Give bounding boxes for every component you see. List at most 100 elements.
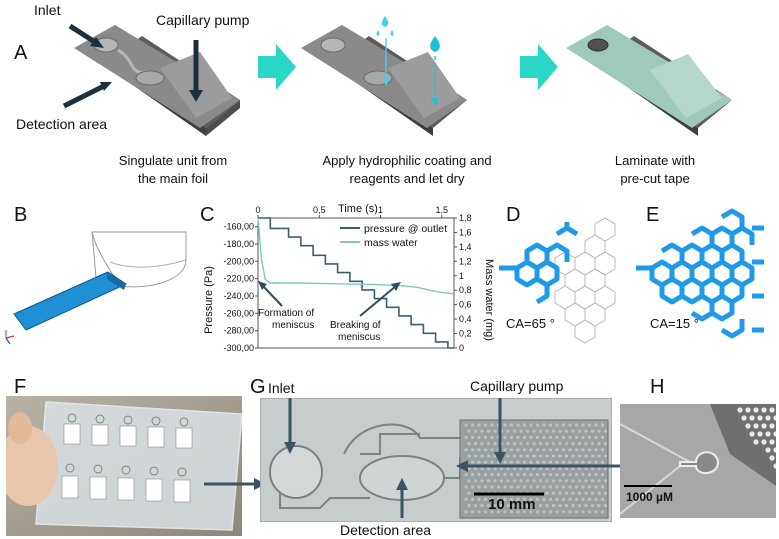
pillar-dot [741, 415, 747, 421]
pump-dot [548, 485, 553, 489]
pump-dot [594, 460, 598, 464]
annotation-formation-line-1: Formation of [258, 308, 314, 319]
pump-dot [581, 448, 585, 452]
pump-dot [490, 448, 494, 452]
pump-dot [568, 473, 572, 477]
pump-dot [490, 435, 494, 439]
pump-dot [548, 423, 553, 427]
pump-dot [545, 491, 549, 495]
pump-dot [571, 491, 575, 495]
pump-dot [581, 473, 585, 477]
pump-dot [577, 442, 582, 446]
pump-dot [512, 454, 517, 458]
pump-dot [522, 423, 527, 427]
pump-dot [519, 454, 523, 458]
pump-dot [581, 435, 585, 439]
pump-dot [594, 510, 598, 514]
pump-dot [477, 423, 481, 427]
pump-dot [590, 504, 595, 508]
pump-dot [470, 460, 475, 464]
pump-dot [525, 454, 530, 458]
pump-dot [542, 510, 546, 514]
pump-dot [490, 460, 494, 464]
pump-dot [503, 435, 507, 439]
pump-dot [493, 442, 497, 446]
pump-dot [483, 460, 488, 464]
pump-dot [558, 442, 562, 446]
pump-dot [499, 466, 504, 470]
device-laminated [566, 25, 732, 136]
y-tick-label: -260,00 [223, 308, 254, 318]
pump-dot [529, 510, 533, 514]
pump-dot [516, 497, 520, 501]
step-2-line-2: reagents and let dry [349, 171, 465, 186]
pump-dot [522, 485, 527, 489]
pump-dot [509, 448, 514, 452]
sem-pillar-array [737, 407, 776, 469]
pump-dot [545, 466, 549, 470]
pillar-dot [765, 415, 771, 421]
pump-dot [603, 479, 608, 483]
pump-dot [587, 473, 592, 477]
process-arrow-1 [258, 44, 296, 90]
pump-dot [597, 454, 601, 458]
pump-dot [568, 448, 572, 452]
inlet-label: Inlet [34, 2, 61, 18]
pump-dot [538, 429, 543, 433]
panel-g-letter: G [250, 376, 266, 398]
pump-dot [519, 479, 523, 483]
pillar-dot [765, 447, 771, 453]
pump-dot [532, 504, 536, 508]
pump-dot [473, 442, 478, 446]
pump-dot [493, 429, 497, 433]
pillar-dot [769, 455, 775, 461]
pump-dot [545, 429, 549, 433]
pump-dot [584, 442, 588, 446]
pump-dot [525, 466, 530, 470]
pillar-dot [765, 431, 771, 437]
step-1-line-1: Singulate unit from [118, 153, 228, 168]
pump-dot [587, 510, 592, 514]
pump-dot [477, 497, 481, 501]
pump-dot [496, 497, 501, 501]
panel-f-photo [6, 396, 242, 536]
pump-dot [561, 435, 566, 439]
pump-dot [477, 473, 481, 477]
pump-dot [503, 485, 507, 489]
pillar-dot [757, 431, 763, 437]
pump-dot [594, 448, 598, 452]
y2-tick-label: 0 [459, 343, 464, 353]
pump-dot [516, 435, 520, 439]
pump-dot [480, 429, 484, 433]
pillar-dot [757, 415, 763, 421]
g-pointer-arrows [284, 398, 506, 518]
pump-dot [470, 510, 475, 514]
pump-dot [548, 435, 553, 439]
pump-dot [587, 460, 592, 464]
pump-dot [486, 454, 491, 458]
pump-dot [581, 510, 585, 514]
pump-dot [555, 435, 559, 439]
pump-dot [535, 423, 540, 427]
pump-dot [551, 504, 556, 508]
y-tick-label: -160,00 [223, 222, 254, 232]
pump-dot [522, 448, 527, 452]
chart-y2-label: Mass water (mg) [483, 259, 495, 341]
pump-dot [535, 473, 540, 477]
pump-dot [545, 504, 549, 508]
g-inlet-label: Inlet [268, 380, 295, 396]
pump-dot [506, 429, 510, 433]
pump-dot [525, 429, 530, 433]
pump-dot [600, 485, 605, 489]
pump-dot [483, 473, 488, 477]
pump-dot [483, 497, 488, 501]
pump-dot [603, 504, 608, 508]
pump-dot [532, 454, 536, 458]
pump-dot [584, 454, 588, 458]
pump-dot [584, 429, 588, 433]
pump-dot [512, 504, 517, 508]
pump-dot [558, 479, 562, 483]
pump-dot [467, 429, 471, 433]
pump-dot [587, 485, 592, 489]
pump-dot [496, 510, 501, 514]
